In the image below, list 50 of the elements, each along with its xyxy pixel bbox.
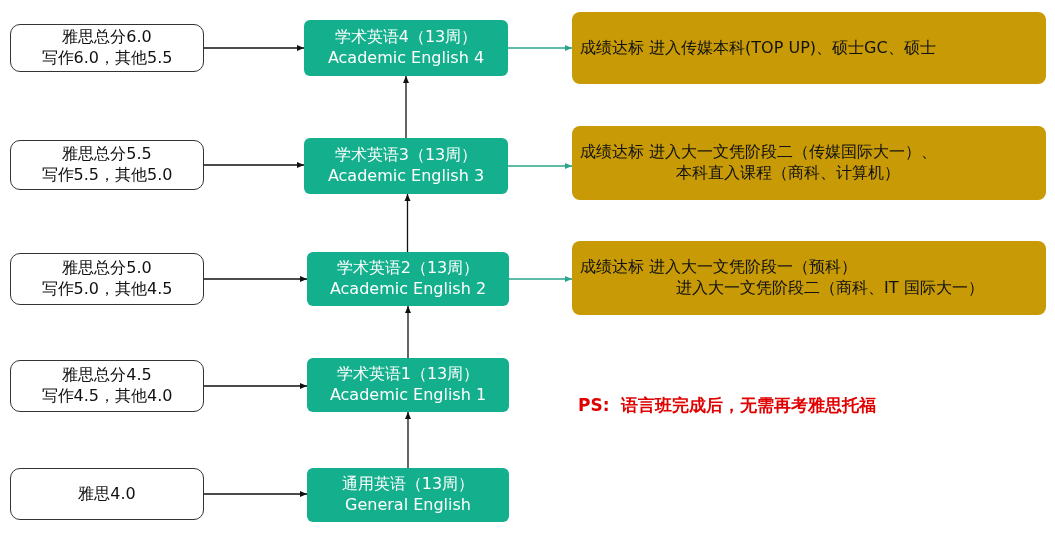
box-text: 成绩达标 进入传媒本科(TOP UP)、硕士GC、硕士 (580, 37, 936, 59)
course-box (307, 358, 509, 412)
course-box (307, 252, 509, 306)
course-box (304, 20, 508, 76)
arrow (404, 193, 411, 253)
arrow (203, 45, 305, 51)
box-text: 学术英语1（13周） (336, 364, 480, 385)
box-text: 雅思4.0 (78, 483, 136, 505)
box-text: 写作5.0，其他4.5 (41, 279, 173, 300)
arrow (203, 383, 308, 389)
arrow (405, 305, 411, 359)
box-text: Academic English 2 (329, 279, 487, 300)
outcome-box (572, 12, 1046, 84)
arrow (403, 75, 409, 139)
box-text: 本科直入课程（商科、计算机） (675, 163, 900, 184)
box-text: 学术英语3（13周） (334, 145, 478, 166)
arrow (507, 45, 573, 51)
box-text: Academic English 4 (327, 48, 485, 69)
arrow (405, 411, 411, 469)
box-text: 雅思总分6.0 (62, 27, 152, 48)
box-text: 进入大一文凭阶段二（商科、IT 国际大一） (675, 278, 984, 299)
score-box (10, 24, 204, 72)
course-box (307, 468, 509, 522)
box-text: Academic English 1 (329, 385, 487, 406)
box-text: 雅思总分5.5 (62, 144, 152, 165)
outcome-box (572, 241, 1046, 315)
arrow (203, 276, 308, 282)
box-text: Academic English 3 (327, 166, 485, 187)
course-box (304, 138, 508, 194)
arrow (508, 276, 573, 282)
note-text: PS: 语言班完成后，无需再考雅思托福 (578, 394, 877, 417)
box-text: 雅思总分5.0 (62, 258, 152, 279)
box-text: 学术英语2（13周） (336, 258, 480, 279)
box-text: 写作6.0，其他5.5 (41, 48, 173, 69)
box-text: 学术英语4（13周） (334, 27, 478, 48)
box-text: 写作4.5，其他4.0 (41, 386, 173, 407)
box-text: 成绩达标 进入大一文凭阶段二（传媒国际大一）、 (580, 142, 938, 163)
arrow (203, 162, 305, 168)
score-box (10, 360, 204, 412)
score-box (10, 468, 204, 520)
box-text: 成绩达标 进入大一文凭阶段一（预科） (580, 257, 858, 278)
outcome-box (572, 126, 1046, 200)
arrow (507, 163, 573, 169)
box-text: 雅思总分4.5 (62, 365, 152, 386)
arrow (203, 491, 308, 497)
box-text: 写作5.5，其他5.0 (41, 165, 173, 186)
score-box (10, 253, 204, 305)
box-text: General English (345, 495, 471, 516)
box-text: 通用英语（13周） (341, 474, 475, 495)
score-box (10, 140, 204, 190)
